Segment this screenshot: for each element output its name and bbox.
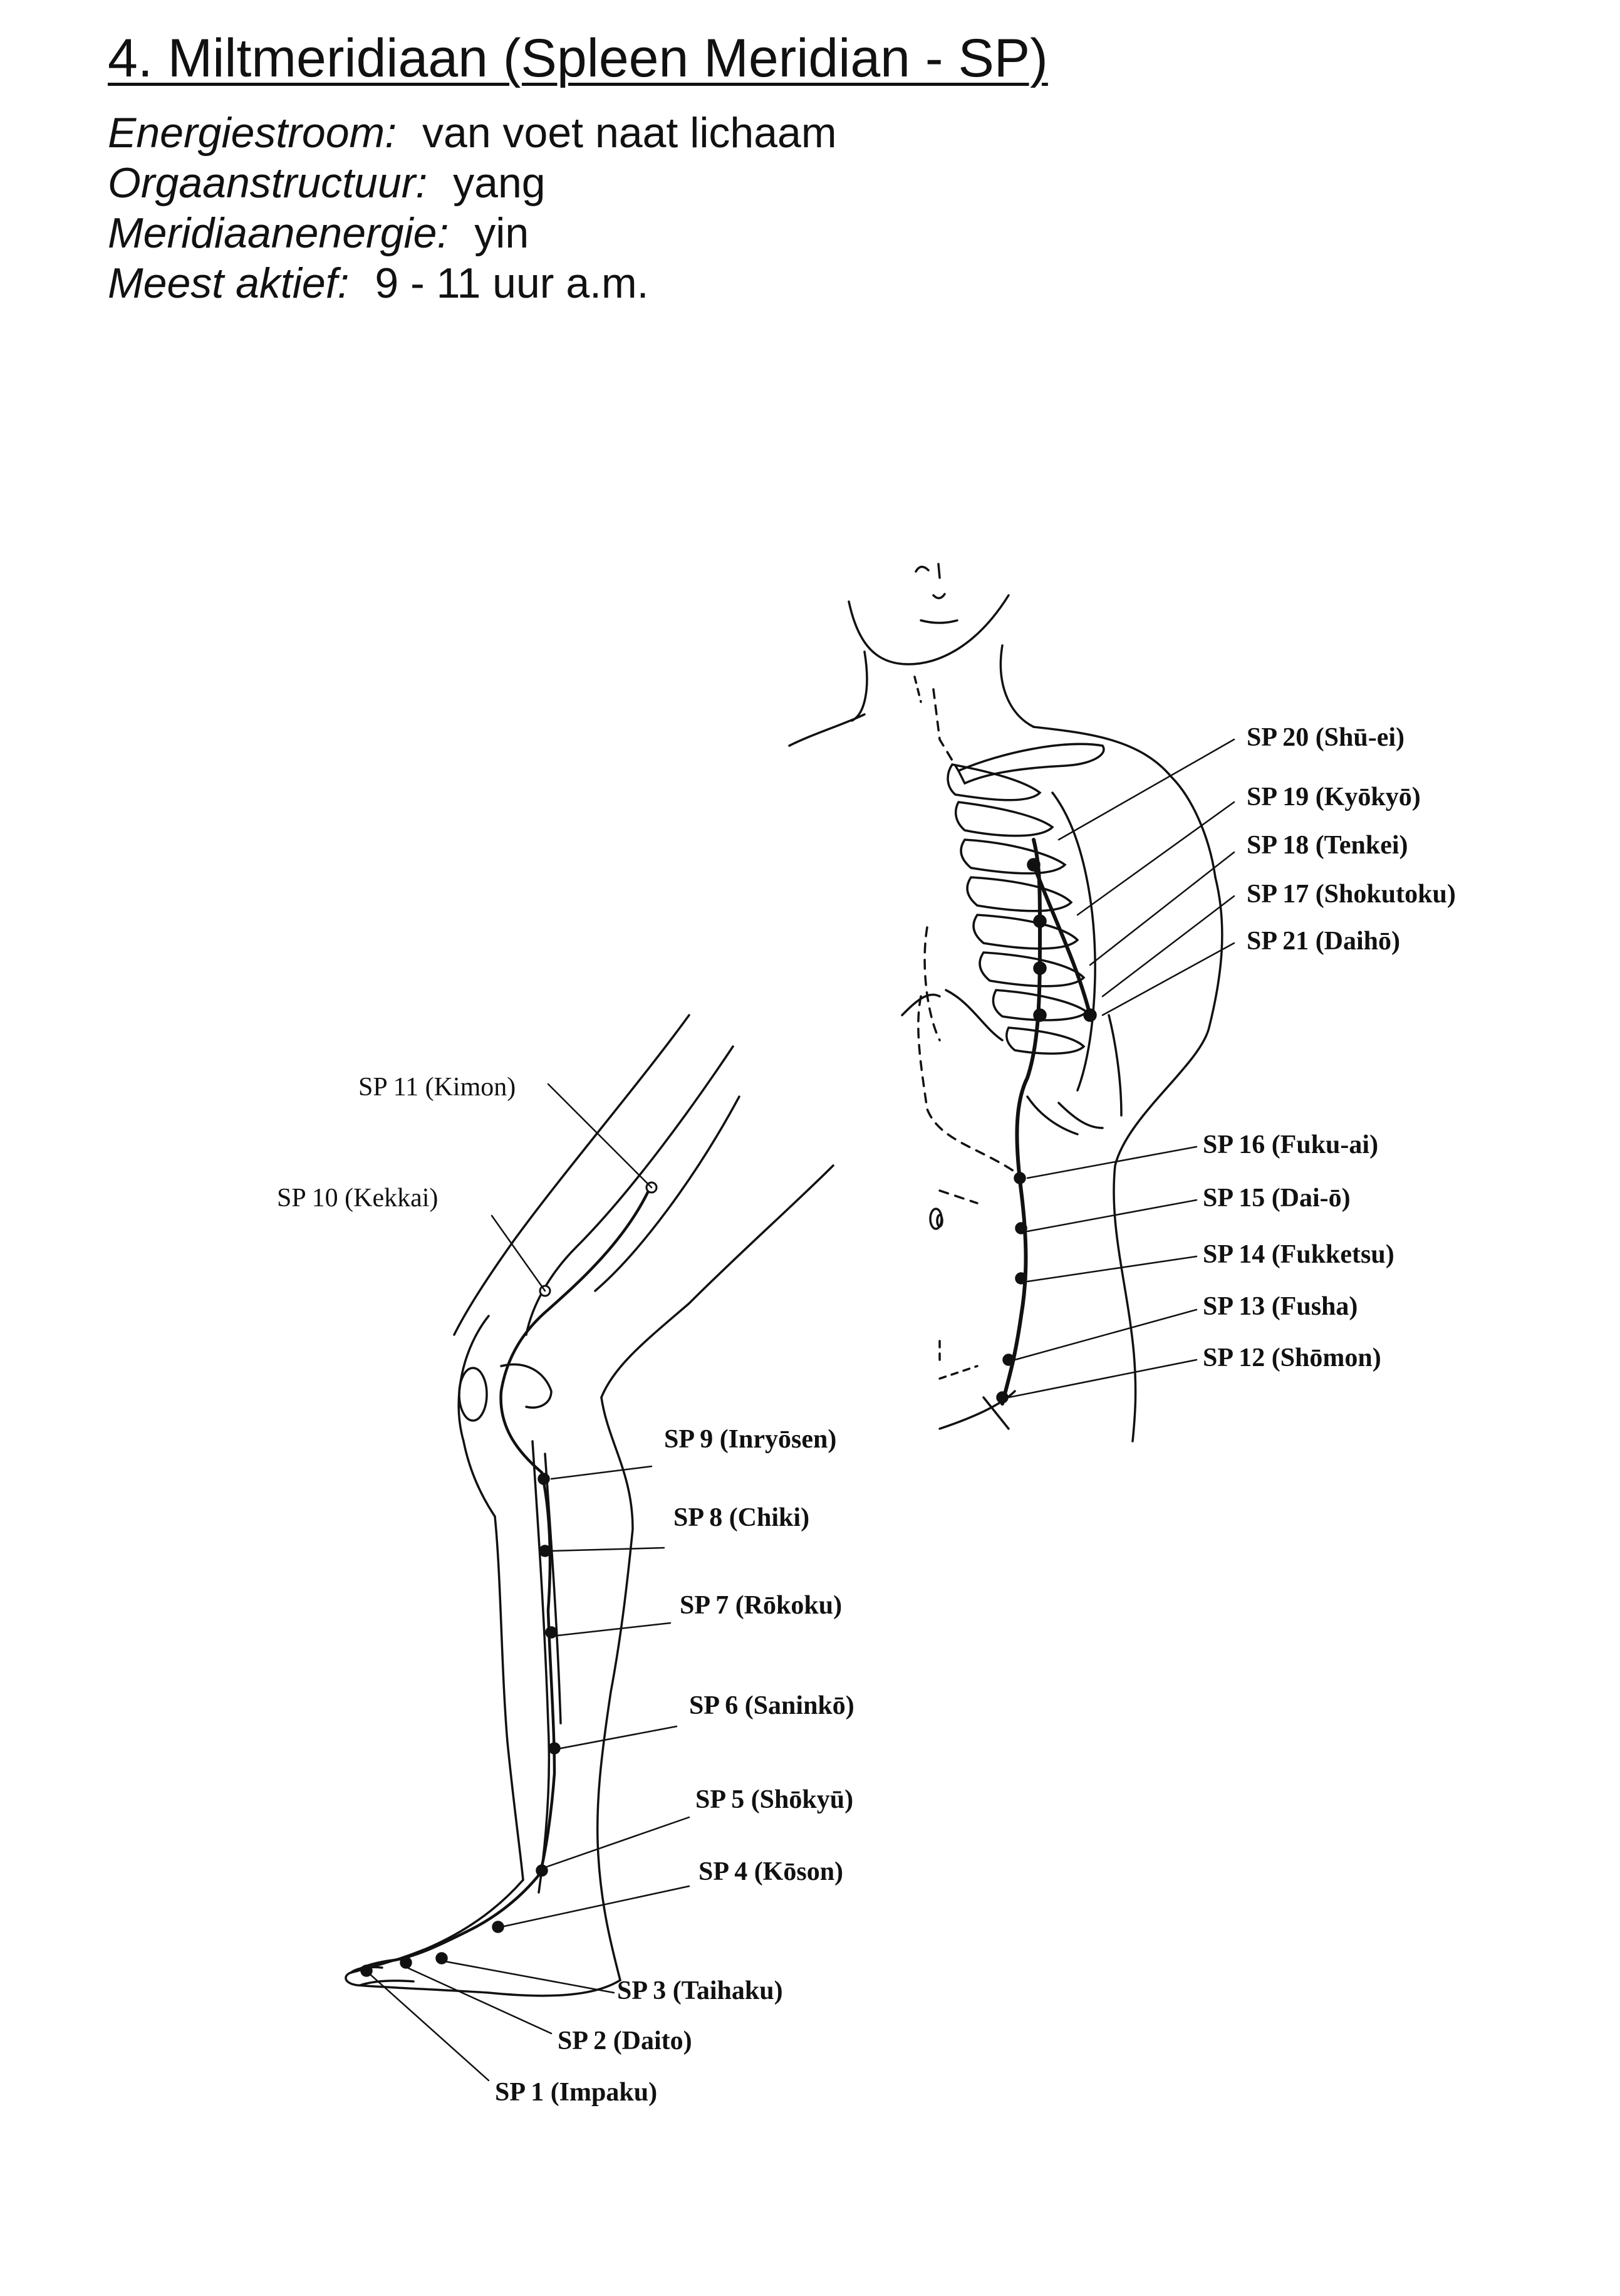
leg-figure [346, 1015, 833, 2080]
label-sp4: SP 4 (Kōson) [698, 1857, 843, 1886]
label-sp16: SP 16 (Fuku-ai) [1203, 1130, 1378, 1159]
label-sp6: SP 6 (Saninkō) [689, 1691, 854, 1720]
label-sp8: SP 8 (Chiki) [673, 1503, 809, 1532]
label-sp14: SP 14 (Fukketsu) [1203, 1240, 1394, 1269]
label-sp1: SP 1 (Impaku) [495, 2078, 657, 2107]
label-sp7: SP 7 (Rōkoku) [680, 1591, 842, 1620]
torso-labels: SP 20 (Shū-ei) SP 19 (Kyōkyō) SP 18 (Ten… [1203, 723, 1456, 1372]
label-sp15: SP 15 (Dai-ō) [1203, 1184, 1351, 1213]
label-sp17: SP 17 (Shokutoku) [1247, 880, 1456, 909]
label-sp19: SP 19 (Kyōkyō) [1247, 783, 1421, 811]
label-sp11: SP 11 (Kimon) [358, 1073, 516, 1102]
label-sp5: SP 5 (Shōkyū) [695, 1785, 853, 1814]
label-sp10: SP 10 (Kekkai) [277, 1184, 438, 1213]
label-sp12: SP 12 (Shōmon) [1203, 1344, 1381, 1372]
label-sp20: SP 20 (Shū-ei) [1247, 723, 1405, 752]
label-sp9: SP 9 (Inryōsen) [664, 1425, 836, 1454]
label-sp2: SP 2 (Daito) [558, 2027, 692, 2055]
torso-figure [789, 564, 1234, 1441]
label-sp3: SP 3 (Taihaku) [617, 1976, 783, 2005]
label-sp21: SP 21 (Daihō) [1247, 927, 1400, 956]
label-sp18: SP 18 (Tenkei) [1247, 831, 1408, 860]
label-sp13: SP 13 (Fusha) [1203, 1292, 1358, 1321]
